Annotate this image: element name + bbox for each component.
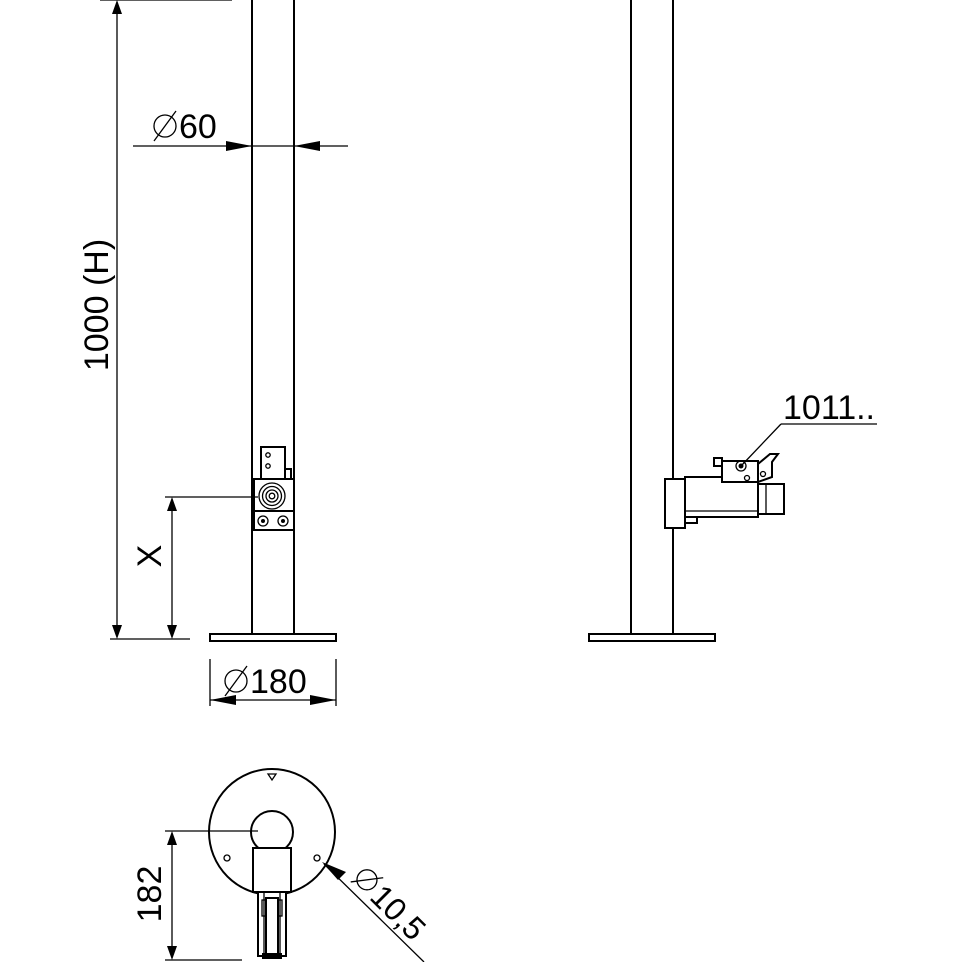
diameter-symbol [350,869,384,891]
hole-diameter-callout: 10,5 [350,869,433,947]
part-ref-label: 1011.. [783,389,875,427]
side-view: 1011.. [588,0,877,642]
top-plate-hole-right [313,854,321,862]
side-socket-device [664,453,785,529]
height-label: 1000 (H) [78,239,116,371]
tube-diameter-label: 60 [179,108,217,146]
x-arrow-top [167,497,177,511]
hole-diameter-arrow [322,862,346,880]
front-socket-device [253,446,295,531]
diameter-symbol [153,110,177,142]
top-tube-outline [250,810,294,854]
tube-diameter-arrow-left [226,141,252,151]
depth-label: 182 [131,866,169,923]
diameter-symbol [224,665,248,697]
hole-diameter-leader [323,863,425,962]
top-plate-hole-top [266,773,278,782]
height-arrow-top [112,0,122,14]
top-plate-hole-left [223,854,231,862]
x-dim-label: X [131,545,169,568]
part-ref-leader [740,423,782,467]
base-diameter-arrow-left [210,695,236,705]
front-base-plate [209,633,337,642]
height-arrow-bottom [112,625,122,639]
tube-diameter-arrow-right [294,141,320,151]
base-diameter-arrow-right [310,695,336,705]
depth-arrow-top [167,831,177,845]
top-socket-device [252,847,292,959]
depth-arrow-bottom [167,946,177,960]
front-view: 1000 (H) X 60 180 [78,0,348,706]
hole-diameter-label: 10,5 [363,878,432,947]
top-view: 182 10,5 [131,768,433,962]
side-base-plate [588,633,716,642]
base-diameter-label: 180 [250,663,307,701]
x-arrow-bottom [167,625,177,639]
